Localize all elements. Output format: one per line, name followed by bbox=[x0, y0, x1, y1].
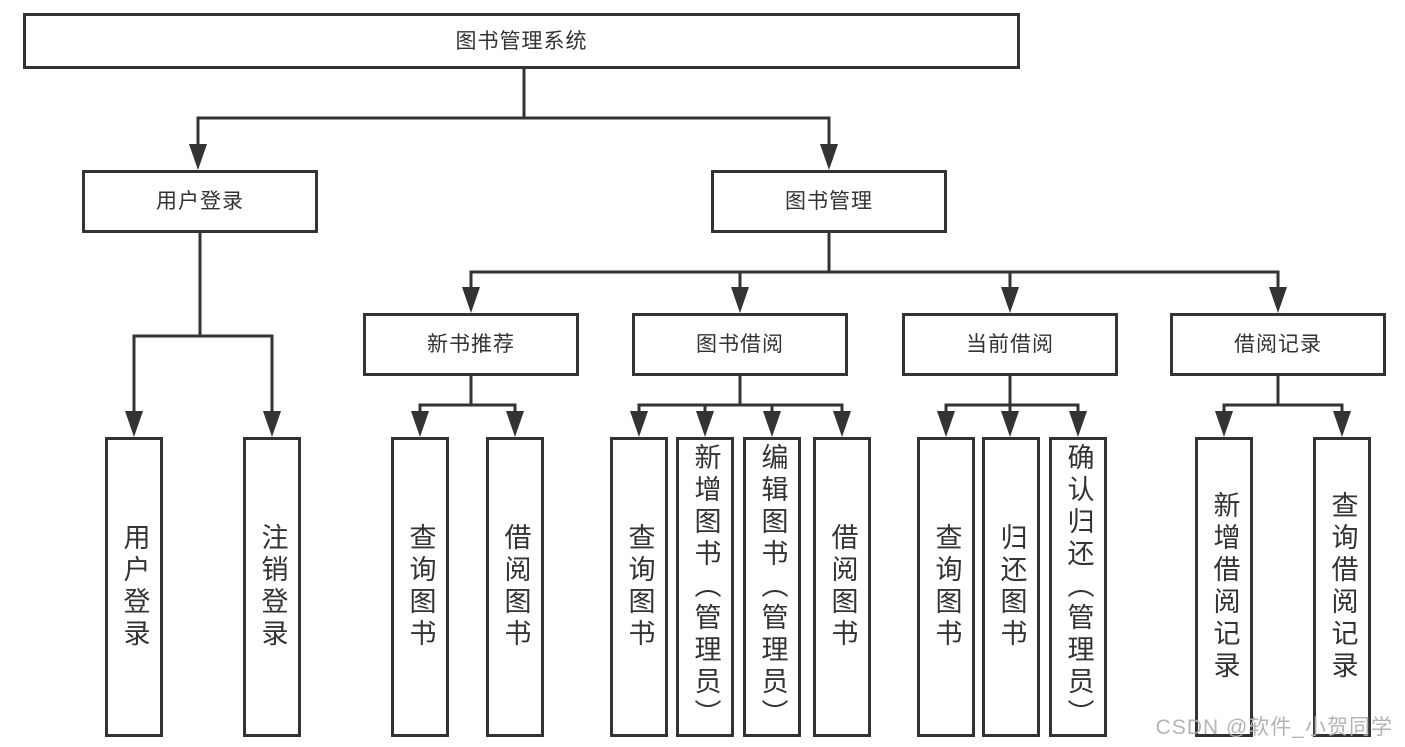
node-label: 查询图书 bbox=[405, 523, 436, 651]
leaf-return-books: 归还图书 bbox=[982, 437, 1040, 737]
node-label: 新增借阅记录 bbox=[1209, 491, 1240, 683]
connector-book-borrowing-to-leaves bbox=[630, 376, 851, 437]
leaf-user-login: 用户登录 bbox=[105, 437, 163, 737]
leaf-query-books-2: 查询图书 bbox=[610, 437, 668, 737]
leaf-logout: 注销登录 bbox=[243, 437, 301, 737]
leaf-edit-books-admin: 编辑图书（管理员） bbox=[743, 437, 801, 737]
node-label: 当前借阅 bbox=[966, 333, 1054, 356]
csdn-watermark: CSDN @软件_小贺同学 bbox=[1155, 716, 1393, 739]
node-label: 借阅记录 bbox=[1234, 333, 1322, 356]
node-label: 新书推荐 bbox=[427, 333, 515, 356]
leaf-query-borrow-record: 查询借阅记录 bbox=[1313, 437, 1371, 737]
node-label: 确认归还（管理员） bbox=[1063, 443, 1094, 731]
leaf-confirm-return-admin: 确认归还（管理员） bbox=[1049, 437, 1107, 737]
node-label: 用户登录 bbox=[156, 190, 244, 213]
node-label: 查询图书 bbox=[931, 523, 962, 651]
node-label: 编辑图书（管理员） bbox=[757, 443, 788, 731]
node-user-login: 用户登录 bbox=[82, 170, 318, 233]
leaf-add-borrow-record: 新增借阅记录 bbox=[1195, 437, 1253, 737]
leaf-query-books-1: 查询图书 bbox=[391, 437, 449, 737]
node-label: 图书管理系统 bbox=[455, 29, 588, 53]
leaf-add-books-admin: 新增图书（管理员） bbox=[676, 437, 734, 737]
node-label: 查询借阅记录 bbox=[1327, 491, 1358, 683]
connector-book-management-to-level3 bbox=[462, 233, 1287, 313]
connector-borrowing-records-to-leaves bbox=[1215, 376, 1351, 437]
node-current-borrowing: 当前借阅 bbox=[902, 313, 1118, 376]
node-borrowing-records: 借阅记录 bbox=[1170, 313, 1386, 376]
node-label: 归还图书 bbox=[996, 523, 1027, 651]
node-label: 图书管理 bbox=[785, 190, 873, 213]
node-label: 新增图书（管理员） bbox=[690, 443, 721, 731]
node-label: 借阅图书 bbox=[500, 523, 531, 651]
node-label: 图书借阅 bbox=[696, 333, 784, 356]
node-label: 用户登录 bbox=[119, 523, 150, 651]
node-library-management-system: 图书管理系统 bbox=[23, 13, 1020, 69]
node-new-book-recommendation: 新书推荐 bbox=[363, 313, 579, 376]
node-label: 借阅图书 bbox=[827, 523, 858, 651]
connector-current-borrowing-to-leaves bbox=[937, 376, 1087, 437]
node-label: 查询图书 bbox=[624, 523, 655, 651]
connector-new-book-recommendation-to-leaves bbox=[411, 376, 524, 437]
node-book-management: 图书管理 bbox=[711, 170, 947, 233]
leaf-borrow-books-2: 借阅图书 bbox=[813, 437, 871, 737]
leaf-query-books-3: 查询图书 bbox=[917, 437, 975, 737]
connector-user-login-to-leaves bbox=[125, 233, 281, 437]
leaf-borrow-books-1: 借阅图书 bbox=[486, 437, 544, 737]
node-book-borrowing: 图书借阅 bbox=[632, 313, 848, 376]
node-label: 注销登录 bbox=[257, 523, 288, 651]
connector-root-to-level2 bbox=[189, 69, 838, 170]
